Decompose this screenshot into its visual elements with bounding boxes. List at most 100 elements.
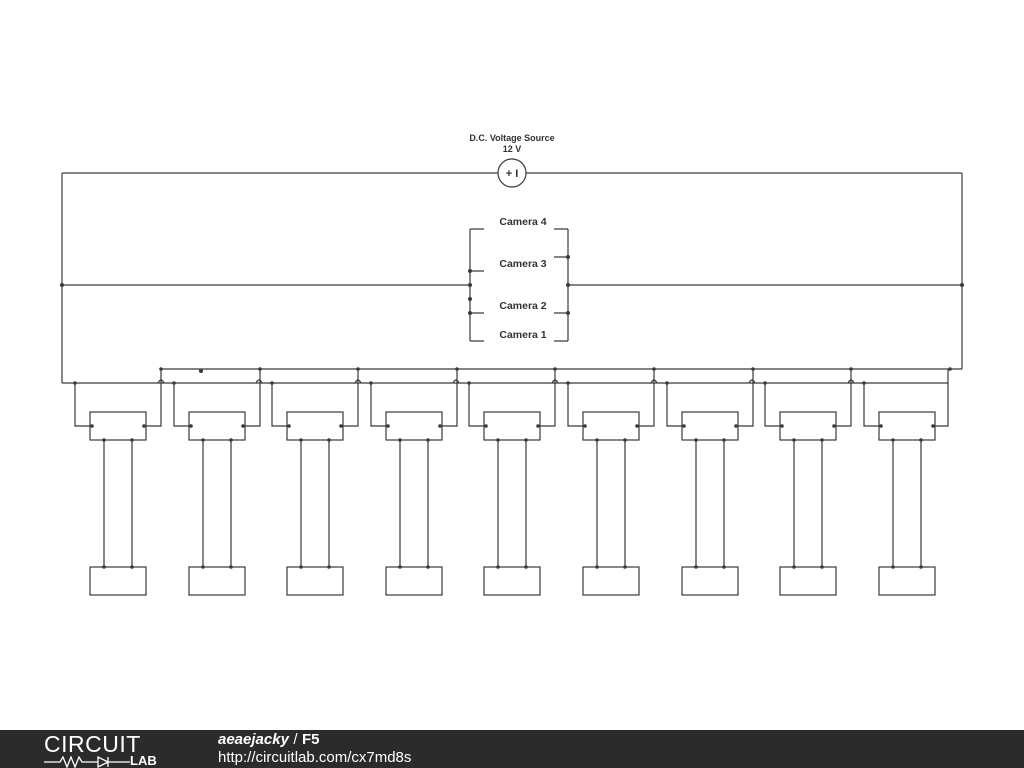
- junction-dot: [919, 565, 923, 569]
- camera-4-label: Camera 4: [499, 216, 546, 228]
- junction-dot: [339, 424, 343, 428]
- junction-dot: [665, 381, 669, 385]
- junction-dot: [820, 565, 824, 569]
- module-lower-box[interactable]: [286, 566, 344, 596]
- junction-dot: [356, 367, 360, 371]
- module-upper-box[interactable]: [878, 411, 936, 441]
- junction-dot: [566, 381, 570, 385]
- camera-2-label: Camera 2: [499, 300, 546, 312]
- junction-dot: [229, 438, 233, 442]
- module-lower-box[interactable]: [681, 566, 739, 596]
- module-column: [354, 367, 459, 596]
- junction-dot: [327, 565, 331, 569]
- source-symbol: + I: [506, 168, 519, 180]
- junction-dot: [455, 367, 459, 371]
- module-upper-box[interactable]: [483, 411, 541, 441]
- source-name-label: D.C. Voltage Source: [469, 133, 554, 143]
- module-column: [452, 367, 557, 596]
- junction-dot: [849, 367, 853, 371]
- junction-dot: [553, 367, 557, 371]
- module-upper-box[interactable]: [385, 411, 443, 441]
- module-lower-box[interactable]: [188, 566, 246, 596]
- junction-dot: [398, 438, 402, 442]
- module-lower-box[interactable]: [89, 566, 147, 596]
- junction-dot: [948, 367, 952, 371]
- junction-dot: [189, 424, 193, 428]
- junction-dot: [524, 565, 528, 569]
- junction-dot: [595, 438, 599, 442]
- junction-dot: [780, 424, 784, 428]
- module-column: [157, 367, 262, 596]
- module-upper-box[interactable]: [188, 411, 246, 441]
- module-column: [551, 367, 656, 596]
- junction-dot: [931, 424, 935, 428]
- junction-dot: [734, 424, 738, 428]
- camera-block: [468, 228, 570, 342]
- module-upper-box[interactable]: [582, 411, 640, 441]
- junction-dot: [438, 424, 442, 428]
- junction-dot: [426, 565, 430, 569]
- module-lower-box[interactable]: [878, 566, 936, 596]
- junction-dot: [130, 565, 134, 569]
- junction-dot: [258, 367, 262, 371]
- module-upper-box[interactable]: [779, 411, 837, 441]
- camera-1-label: Camera 1: [499, 329, 546, 341]
- junction-dot: [159, 367, 163, 371]
- junction-dot: [386, 424, 390, 428]
- camera-3-label: Camera 3: [499, 258, 546, 270]
- junction-dot: [524, 438, 528, 442]
- author-link[interactable]: aeaejacky: [218, 731, 289, 748]
- junction-dot: [862, 381, 866, 385]
- junction-dot: [919, 438, 923, 442]
- junction-dot: [635, 424, 639, 428]
- junction-dot: [287, 424, 291, 428]
- junction-dot: [369, 381, 373, 385]
- junction-dot: [142, 424, 146, 428]
- junction-dot: [623, 565, 627, 569]
- source-value-label: 12 V: [503, 144, 522, 154]
- junction-dot: [73, 381, 77, 385]
- module-lower-box[interactable]: [483, 566, 541, 596]
- junction-dot: [583, 424, 587, 428]
- voltage-source[interactable]: [497, 158, 527, 188]
- junction-dot: [694, 438, 698, 442]
- junction-dot: [426, 438, 430, 442]
- junction-dot: [299, 565, 303, 569]
- junction-dot: [90, 424, 94, 428]
- junction-dot: [484, 424, 488, 428]
- module-lower-box[interactable]: [779, 566, 837, 596]
- junction-dot: [682, 424, 686, 428]
- junction-dot: [879, 424, 883, 428]
- module-column: [255, 367, 360, 596]
- junction-dot: [199, 369, 203, 373]
- path-separator: /: [293, 731, 298, 748]
- junction-dot: [172, 381, 176, 385]
- junction-dot: [891, 438, 895, 442]
- junction-dot: [722, 565, 726, 569]
- junction-dot: [751, 367, 755, 371]
- resistor-diode-icon: [44, 756, 130, 768]
- junction-dot: [763, 381, 767, 385]
- junction-dot: [832, 424, 836, 428]
- junction-dot: [102, 438, 106, 442]
- junction-dot: [201, 438, 205, 442]
- junction-dot: [722, 438, 726, 442]
- junction-dot: [60, 283, 64, 287]
- junction-dot: [270, 381, 274, 385]
- junction-dot: [792, 565, 796, 569]
- junction-dot: [201, 565, 205, 569]
- module-upper-box[interactable]: [89, 411, 147, 441]
- circuit-schematic: D.C. Voltage Source 12 V + I Camera 4 Ca…: [60, 133, 964, 596]
- module-lower-box[interactable]: [385, 566, 443, 596]
- circuit-url-link[interactable]: http://circuitlab.com/cx7md8s: [218, 749, 412, 766]
- circuit-title[interactable]: F5: [301, 731, 320, 748]
- module-lower-box[interactable]: [582, 566, 640, 596]
- module-upper-box[interactable]: [681, 411, 739, 441]
- junction-dot: [241, 424, 245, 428]
- junction-dot: [102, 565, 106, 569]
- footer-bar: CIRCUIT LAB aeaejacky / F5 http://circui…: [0, 730, 1024, 768]
- junction-dot: [536, 424, 540, 428]
- junction-dot: [792, 438, 796, 442]
- module-upper-box[interactable]: [286, 411, 344, 441]
- circuitlab-logo[interactable]: CIRCUIT LAB: [44, 732, 176, 768]
